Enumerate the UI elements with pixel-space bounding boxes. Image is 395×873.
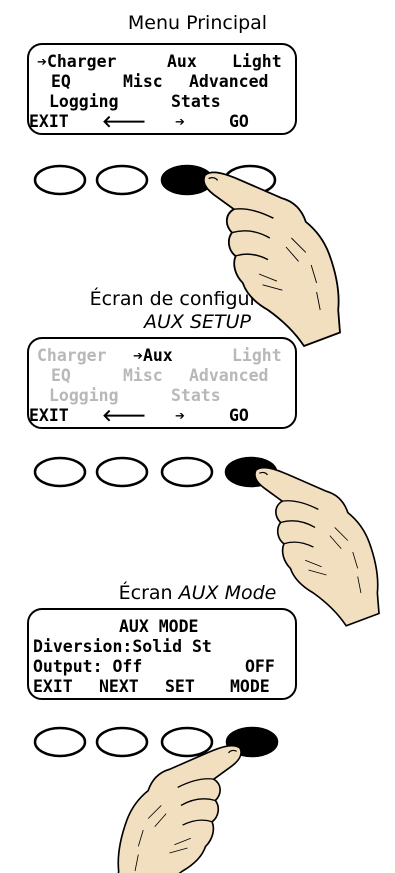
softkey-exit-label: EXIT	[33, 677, 73, 696]
lcd-row-1: ➔Charger	[37, 53, 116, 71]
soft-button-4-pressed[interactable]	[225, 726, 279, 758]
softkey-go-label: GO	[229, 112, 249, 131]
ecran-aux-mode-caption: Écran AUX Mode	[0, 582, 395, 604]
soft-button-4[interactable]	[223, 164, 277, 196]
softkey-right-arrow-label: ➔	[175, 406, 185, 425]
soft-button-1[interactable]	[33, 726, 87, 758]
pointing-hand-icon	[116, 744, 242, 873]
caption-prefix: Écran	[118, 582, 179, 604]
output-label: Output: Off	[33, 657, 143, 676]
softkey-set-label: SET	[165, 677, 195, 696]
softkey-exit-label: EXIT	[29, 112, 69, 131]
softkey-left-arrow-label: 🡐	[102, 112, 147, 131]
softkey-mode-label: MODE	[230, 677, 270, 696]
soft-button-4-pressed[interactable]	[224, 456, 278, 488]
menu-item-advanced: Advanced	[189, 366, 269, 385]
menu-item-eq: EQ	[51, 72, 71, 91]
menu-item-misc: Misc	[123, 366, 163, 385]
menu-item-charger: Charger	[37, 346, 107, 365]
menu-item-light: Light	[232, 346, 282, 365]
aux-mode-title: AUX MODE	[119, 617, 199, 636]
soft-button-3[interactable]	[160, 456, 214, 488]
soft-button-1[interactable]	[33, 164, 87, 196]
output-value: OFF	[245, 657, 275, 676]
menu-item-logging: Logging	[49, 386, 119, 405]
soft-button-2[interactable]	[95, 456, 149, 488]
selection-arrow: ➔	[133, 346, 143, 365]
soft-button-3-pressed[interactable]	[160, 164, 214, 196]
diversion-line: Diversion:Solid St	[33, 637, 212, 656]
menu-item-stats: Stats	[171, 92, 221, 111]
menu-item-advanced: Advanced	[189, 72, 269, 91]
softkey-next-label: NEXT	[99, 677, 139, 696]
menu-principal-caption: Menu Principal	[127, 12, 268, 34]
aux-setup-subcaption: AUX SETUP	[144, 311, 251, 333]
menu-item-misc: Misc	[123, 72, 163, 91]
aux-selected-row: ➔Aux	[133, 347, 173, 365]
menu-item-aux: Aux	[142, 346, 173, 365]
soft-button-3[interactable]	[160, 726, 214, 758]
menu-item-charger: Charger	[46, 52, 117, 71]
lcd-screen-aux-setup: Charger ➔Aux Light EQ Misc Advanced Logg…	[27, 337, 297, 429]
menu-item-stats: Stats	[171, 386, 221, 405]
softkey-exit-label: EXIT	[29, 406, 69, 425]
softkey-left-arrow-label: 🡐	[102, 406, 147, 425]
caption-italic: AUX Mode	[178, 582, 277, 604]
softkey-right-arrow-label: ➔	[175, 112, 185, 131]
lcd-screen-aux-mode: AUX MODE Diversion:Solid St Output: Off …	[27, 608, 297, 700]
menu-item-logging: Logging	[49, 92, 119, 111]
menu-item-light: Light	[232, 52, 282, 71]
menu-item-aux: Aux	[167, 52, 197, 71]
soft-button-2[interactable]	[95, 726, 149, 758]
lcd-screen-main-menu: ➔Charger Aux Light EQ Misc Advanced Logg…	[27, 43, 297, 135]
menu-item-eq: EQ	[51, 366, 71, 385]
softkey-go-label: GO	[229, 406, 249, 425]
ecran-configuration-caption: Écran de configuration	[89, 288, 306, 310]
soft-button-1[interactable]	[33, 456, 87, 488]
soft-button-2[interactable]	[95, 164, 149, 196]
selection-arrow: ➔	[37, 52, 47, 71]
